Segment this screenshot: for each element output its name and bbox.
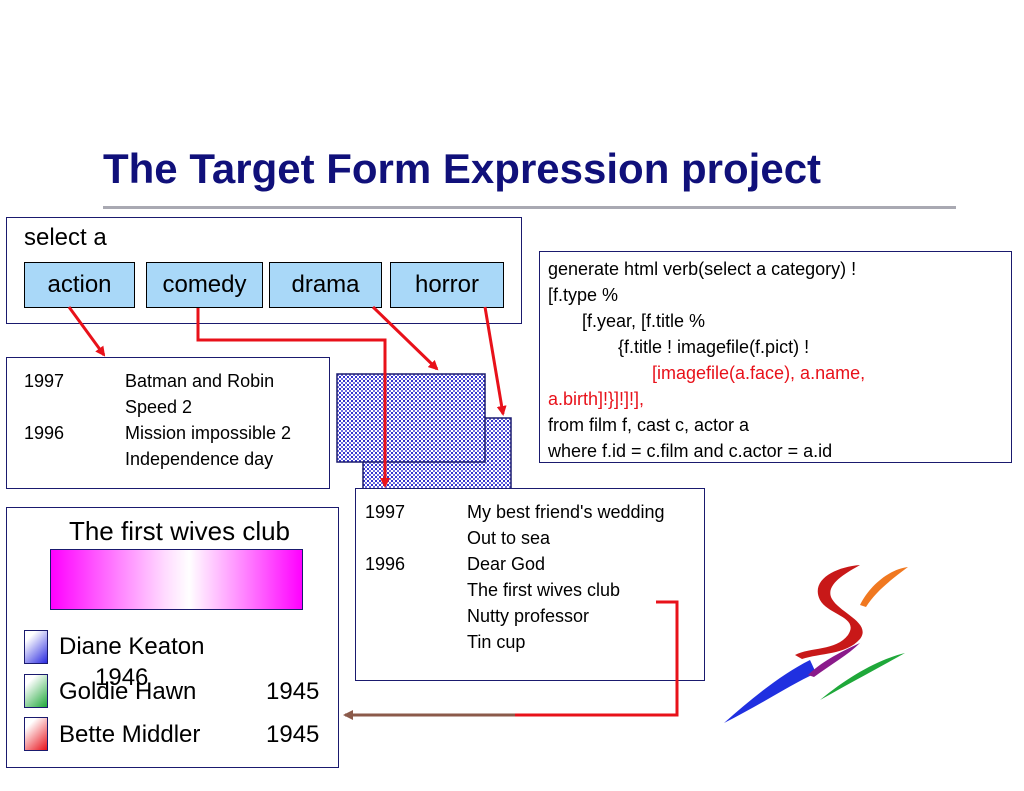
- arrow-horror: [483, 306, 507, 416]
- arrow-drama: [371, 305, 439, 371]
- category-button-comedy[interactable]: comedy: [146, 262, 263, 308]
- code-panel: [539, 251, 1012, 463]
- swoosh-logo: [724, 565, 908, 723]
- code-line: {f.title ! imagefile(f.pict) !: [618, 337, 810, 357]
- list-item[interactable]: Nutty professor: [467, 606, 590, 626]
- list-item[interactable]: Tin cup: [467, 632, 526, 652]
- actor-face-image: [24, 674, 48, 708]
- actor-name[interactable]: Diane Keaton: [59, 633, 205, 660]
- bracket-first-wives-club: [515, 600, 679, 717]
- code-line: where f.id = c.film and c.actor = a.id: [548, 441, 833, 461]
- category-button-horror[interactable]: horror: [390, 262, 504, 308]
- logo-purple-stroke: [808, 643, 860, 677]
- actor-birth-year: 1945: [266, 721, 320, 748]
- film-detail-title: The first wives club: [68, 516, 291, 546]
- comedy-results-panel: [355, 488, 705, 681]
- code-line: [f.year, [f.title %: [582, 311, 706, 331]
- actor-face-image: [24, 717, 48, 751]
- list-item[interactable]: The first wives club: [467, 580, 621, 600]
- logo-green-stroke: [820, 653, 905, 700]
- logo-red-stroke: [795, 565, 863, 659]
- logo-orange-stroke: [860, 567, 908, 607]
- list-item[interactable]: Speed 2: [125, 397, 193, 417]
- action-results-panel: [6, 357, 330, 489]
- actor-face-image: [24, 630, 48, 664]
- page-title: The Target Form Expression project: [103, 145, 822, 192]
- actor-name[interactable]: Goldie Hawn: [59, 678, 197, 705]
- code-line: [f.type %: [548, 285, 619, 305]
- code-line: from film f, cast c, actor a: [548, 415, 750, 435]
- film-picture: [50, 549, 303, 610]
- code-block: generate html verb(select a category) ! …: [548, 256, 1008, 464]
- arrow-action: [67, 306, 106, 357]
- code-line: [imagefile(a.face), a.name,: [652, 363, 866, 383]
- list-item[interactable]: Independence day: [125, 449, 274, 469]
- logo-blue-stroke: [724, 660, 816, 723]
- arrow-comedy: [196, 308, 390, 488]
- list-item[interactable]: Out to sea: [467, 528, 551, 548]
- category-button-drama[interactable]: drama: [269, 262, 382, 308]
- actor-birth-year: 1945: [266, 678, 320, 705]
- code-line: generate html verb(select a category) !: [548, 259, 857, 279]
- category-button-action[interactable]: action: [24, 262, 135, 308]
- actor-birth-year: 1946: [95, 664, 149, 691]
- picture-placeholder-front: [336, 373, 486, 463]
- title-divider: [103, 206, 956, 209]
- actor-name[interactable]: Bette Middler: [59, 721, 201, 748]
- code-line: a.birth]!}]!]!],: [548, 389, 645, 409]
